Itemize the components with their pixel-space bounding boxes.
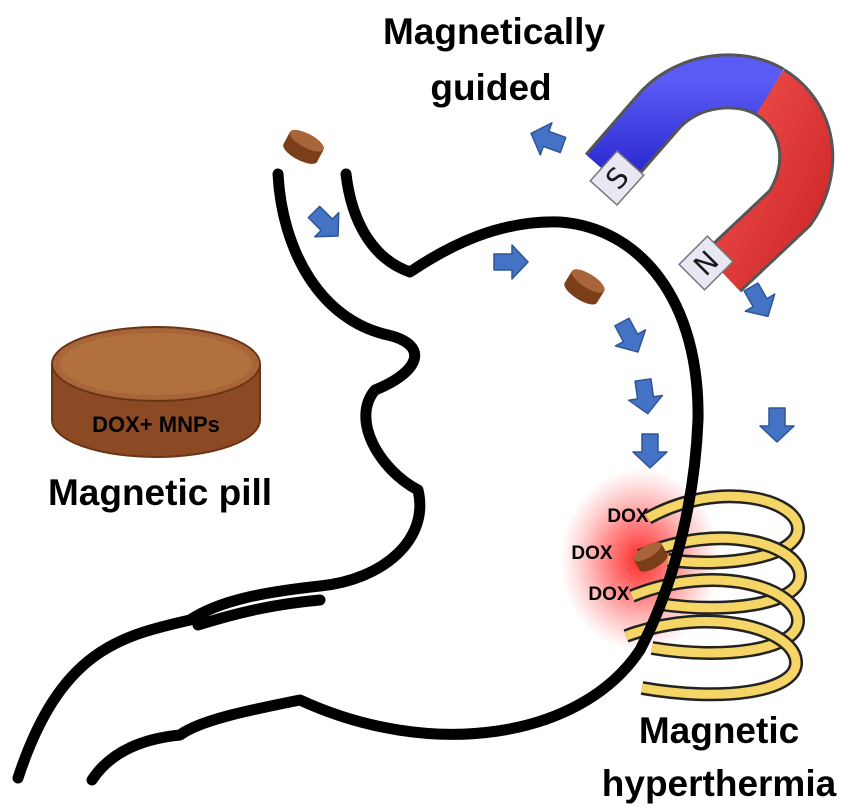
pill-icon: [283, 129, 324, 164]
arrow-icon: [759, 407, 795, 443]
dox-label-middle: DOX: [571, 543, 613, 564]
arrow-icon: [632, 433, 668, 469]
guided-label: guided: [430, 67, 551, 108]
dox-label-top: DOX: [607, 506, 649, 527]
arrow-icon: [524, 116, 570, 162]
arrows: [301, 116, 795, 469]
stomach-outline: [12, 168, 704, 786]
pill-content-label: DOX+ MNPs: [92, 412, 220, 437]
magnet-icon: S N: [584, 53, 835, 293]
arrow-icon: [606, 313, 654, 361]
pill-icon: [633, 542, 668, 572]
arrow-icon: [493, 244, 529, 280]
duodenum-wall: [192, 594, 326, 631]
pill-icon: [564, 269, 605, 305]
hyperthermia-label-line2: hyperthermia: [602, 763, 837, 804]
dox-label-bottom: DOX: [588, 584, 630, 605]
hyperthermia-label-line1: Magnetic: [639, 710, 799, 751]
magnetic-pill-label: Magnetic pill: [48, 472, 272, 513]
arrow-icon: [625, 376, 666, 417]
magnetically-label: Magnetically: [383, 11, 605, 52]
magnetic-pill-icon: [51, 326, 261, 458]
arrow-icon: [301, 199, 351, 249]
coil-icon: [623, 489, 807, 702]
